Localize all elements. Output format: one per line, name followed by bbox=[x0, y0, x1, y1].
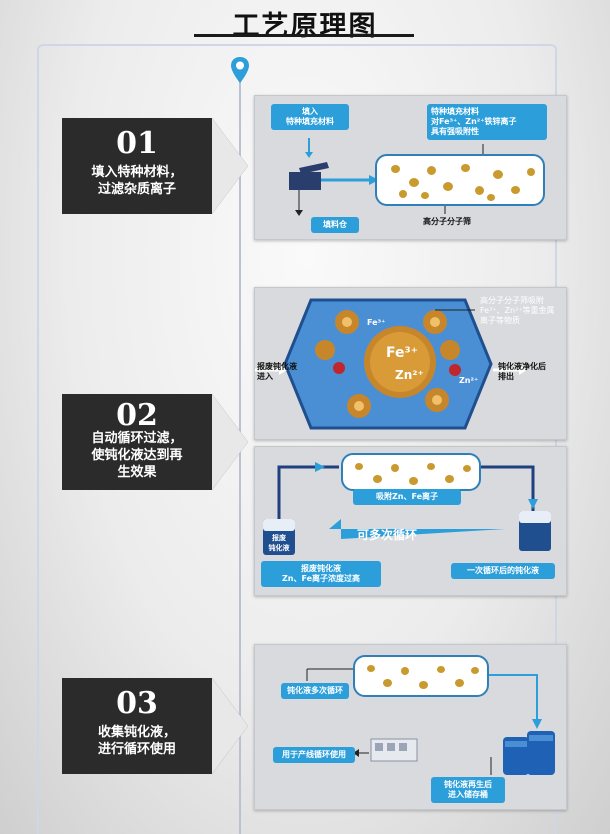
ion-fe-small: Fe³⁺ bbox=[367, 318, 386, 327]
step-2-background bbox=[62, 394, 248, 490]
waste-in-label: 报废钝化液进入 bbox=[257, 362, 297, 381]
panel-reuse: 钝化液多次循环 用于产线循环使用 钝化液再生后进入储存桶 bbox=[254, 644, 567, 810]
reuse-diagram bbox=[306, 668, 555, 775]
material-info-label: 特种填充材料对Fe³⁺、Zn²⁺铁锌离子具有强吸附性 bbox=[427, 104, 547, 140]
after-cycle-label: 一次循环后的钝化液 bbox=[451, 563, 555, 579]
resin-label: 高分子分子筛 bbox=[423, 217, 471, 226]
hopper-label: 填料仓 bbox=[311, 217, 359, 233]
cycle-diagram bbox=[263, 462, 551, 555]
clean-out-label: 钝化液净化后排出 bbox=[498, 362, 546, 381]
filter-tube bbox=[375, 154, 545, 206]
step-1-line-2: 过滤杂质离子 bbox=[97, 182, 176, 197]
step-1-background bbox=[62, 118, 248, 214]
adsorption-chamber bbox=[255, 298, 527, 430]
ion-fe-big: Fe³⁺ bbox=[386, 345, 419, 361]
multi-cycle-label: 钝化液多次循环 bbox=[281, 683, 349, 699]
step-3-background bbox=[62, 678, 248, 774]
ion-zn-small: Zn²⁺ bbox=[459, 376, 479, 385]
storage-label: 钝化液再生后进入储存桶 bbox=[431, 777, 505, 803]
production-use-label: 用于产线循环使用 bbox=[273, 747, 355, 763]
panel-fill-material: 填入特种填充材料 特种填充材料对Fe³⁺、Zn²⁺铁锌离子具有强吸附性 填料仓 … bbox=[254, 95, 567, 240]
ion-zn-big: Zn²⁺ bbox=[395, 368, 424, 382]
page-title: 工艺原理图 bbox=[232, 11, 378, 42]
title-underline bbox=[194, 34, 414, 37]
panel-1-diagram bbox=[289, 138, 484, 216]
step-3-line-2: 进行循环使用 bbox=[97, 742, 176, 757]
step-3-line-1: 收集钝化液， bbox=[97, 725, 176, 740]
location-pin-icon bbox=[231, 57, 249, 83]
step-3-number: 03 bbox=[116, 686, 158, 721]
step-2-line-3: 生效果 bbox=[117, 465, 157, 480]
step-2-line-1: 自动循环过滤， bbox=[91, 431, 183, 446]
step-2: 02 自动循环过滤， 使钝化液达到再 生效果 bbox=[62, 394, 248, 490]
timeline-line bbox=[239, 80, 241, 834]
step-2-number: 02 bbox=[116, 398, 158, 433]
step-3: 03 收集钝化液， 进行循环使用 bbox=[62, 678, 248, 774]
adsorb-label: 吸附Zn、Fe离子 bbox=[353, 489, 461, 505]
reuse-tube bbox=[353, 655, 489, 697]
fill-material-label: 填入特种填充材料 bbox=[271, 104, 349, 130]
step-1-number: 01 bbox=[116, 126, 158, 161]
step-2-line-2: 使钝化液达到再 bbox=[91, 448, 183, 463]
step-1-line-1: 填入特种材料， bbox=[91, 165, 183, 180]
step-1: 01 填入特种材料， 过滤杂质离子 bbox=[62, 118, 248, 214]
cycle-label: 可多次循环 bbox=[357, 528, 418, 542]
cycle-tube bbox=[341, 453, 481, 491]
waste-tank-label: 报废钝化液 bbox=[268, 534, 290, 552]
